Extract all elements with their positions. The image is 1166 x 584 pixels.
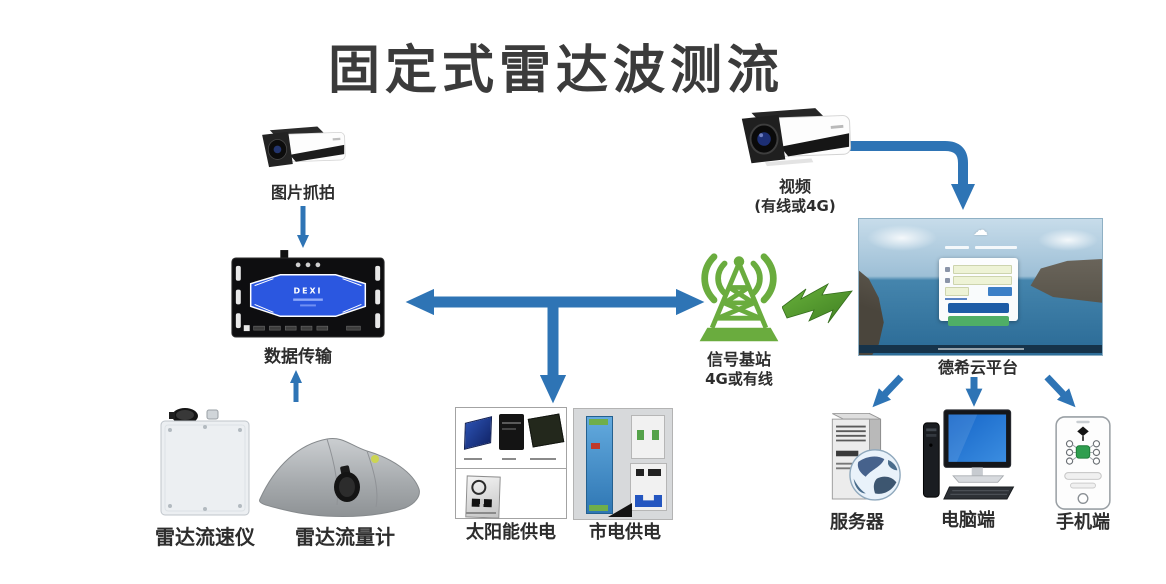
video-camera-label: 视频 (有线或4G) (735, 177, 855, 216)
app-icon (1075, 445, 1091, 459)
page-title: 固定式雷达波测流 (327, 41, 784, 101)
caption-bar (502, 458, 516, 460)
dtu-label: 数据传输 (264, 347, 332, 367)
mobile-icon (1055, 416, 1111, 510)
dtu-brand-text: DEXI (294, 287, 323, 296)
user-icon (945, 266, 951, 272)
login-button[interactable] (948, 303, 1010, 314)
charge-controller-icon (527, 413, 565, 448)
cloud-decor (867, 225, 937, 251)
snapshot-camera-icon (262, 126, 346, 168)
login-card (939, 258, 1019, 327)
username-input[interactable] (953, 264, 1013, 274)
dtu-blue-panel (249, 274, 367, 318)
video-camera-label-line1: 视频 (778, 177, 811, 196)
mains-power-label: 市电供电 (589, 522, 661, 543)
base-station-label-line1: 信号基站 (706, 350, 771, 369)
circuit-breaker-icon (630, 463, 667, 511)
pc-label: 电脑端 (941, 510, 995, 531)
snapshot-camera-label: 图片抓拍 (270, 183, 335, 202)
mobile-label: 手机端 (1056, 512, 1110, 533)
platform-title-text-blur (859, 246, 1102, 249)
caption-bar (466, 512, 496, 514)
forgot-password-link[interactable] (945, 298, 968, 301)
video-camera-icon (741, 108, 851, 167)
video-camera-label-line2: (有线或4G) (754, 197, 836, 215)
solar-power-photo (455, 407, 567, 519)
battery-icon (499, 414, 524, 450)
register-button[interactable] (948, 316, 1010, 327)
solar-components (456, 408, 566, 469)
lock-icon (945, 277, 951, 283)
radar-velocity-meter-icon (160, 408, 250, 516)
caption-bar (530, 458, 556, 460)
radar-velocity-meter-label: 雷达流速仪 (155, 525, 255, 549)
cloud-decor (1038, 229, 1098, 251)
solar-power-label: 太阳能供电 (466, 522, 556, 543)
arrow-video-to-platform (849, 141, 976, 210)
dtu-device: DEXI (231, 250, 385, 338)
password-input[interactable] (953, 275, 1013, 285)
monitor-screen (948, 414, 1007, 462)
base-station-icon (699, 253, 779, 342)
cloud-platform-label: 德希云平台 (937, 358, 1018, 377)
platform-footer-bar (859, 345, 1102, 353)
platform-cloud-logo-icon: ☁ (973, 221, 988, 239)
base-station-label-line2: 4G或有线 (705, 370, 773, 388)
radar-flow-meter-icon (259, 437, 420, 517)
cloud-platform-screenshot: ☁ (858, 218, 1103, 356)
captcha-input[interactable] (945, 286, 969, 296)
arrow-platform-to-mobile (1044, 374, 1076, 408)
pc-icon (922, 409, 1015, 500)
server-icon (831, 412, 901, 501)
circuit-breaker-icon (631, 415, 665, 459)
server-label: 服务器 (830, 512, 884, 533)
wireless-lightning-icon (782, 282, 853, 324)
caption-bar (464, 458, 482, 460)
radar-flow-meter-label: 雷达流量计 (295, 525, 395, 549)
captcha-image[interactable] (988, 286, 1013, 296)
solar-panel-icon (463, 416, 493, 450)
din-power-supply-icon (586, 416, 613, 514)
mains-power-photo (573, 408, 673, 520)
arrow-platform-to-server (872, 374, 904, 408)
base-station-label: 信号基站 4G或有线 (683, 350, 795, 389)
